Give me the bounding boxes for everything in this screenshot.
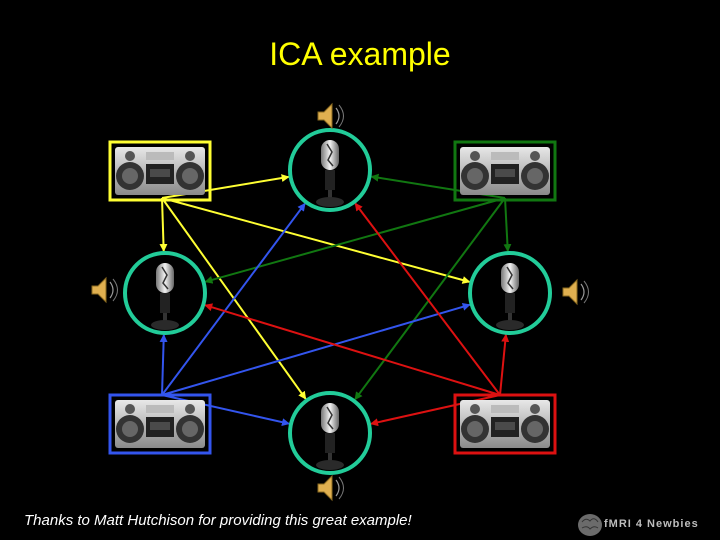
caption-box — [18, 508, 450, 540]
stereo-top-right — [453, 140, 557, 202]
speaker-icon — [317, 102, 344, 130]
speaker-icon — [91, 276, 118, 304]
stereo-top-left — [108, 140, 212, 202]
edge-stereo-bottom-right-to-mic-right — [499, 333, 510, 396]
edge-stereo-bottom-left-to-mic-right — [161, 302, 471, 396]
edge-layer — [159, 173, 512, 427]
edge-stereo-bottom-left-to-mic-bottom — [161, 394, 290, 427]
edge-stereo-top-right-to-mic-left — [204, 197, 506, 284]
speaker-icon — [317, 474, 344, 502]
speaker-icon — [562, 278, 589, 306]
mic-left — [123, 251, 207, 335]
caption: Thanks to Matt Hutchison for providing t… — [24, 512, 412, 529]
edge-stereo-bottom-left-to-mic-top — [161, 202, 306, 396]
edge-stereo-bottom-right-to-mic-left — [204, 303, 501, 396]
mic-top — [288, 128, 372, 212]
stereo-bottom-right — [453, 393, 557, 455]
edge-stereo-bottom-left-to-mic-left — [159, 334, 168, 396]
mic-bottom — [288, 391, 372, 475]
logo-brain-icon — [578, 514, 602, 536]
edge-stereo-top-right-to-mic-bottom — [354, 197, 506, 401]
edge-stereo-top-left-to-mic-right — [161, 197, 471, 284]
logo-text: fMRI 4 Newbies — [604, 518, 699, 530]
edge-stereo-bottom-right-to-mic-bottom — [370, 394, 501, 427]
edge-stereo-bottom-right-to-mic-top — [354, 202, 501, 396]
stereo-bottom-left — [108, 393, 212, 455]
mic-right — [468, 251, 552, 335]
edge-stereo-top-left-to-mic-left — [159, 197, 168, 252]
slide-title: ICA example — [269, 36, 451, 72]
edge-stereo-top-right-to-mic-right — [503, 197, 512, 253]
